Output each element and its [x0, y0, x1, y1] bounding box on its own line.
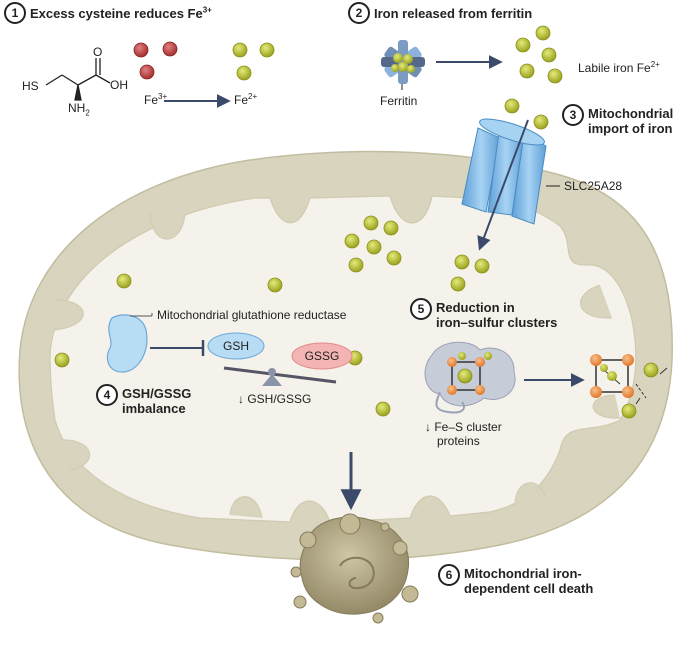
fe2-ion	[236, 65, 252, 81]
step-1-badge: 1	[4, 2, 26, 24]
step-5-badge: 5	[410, 298, 432, 320]
reductase-label: Mitochondrial glutathione reductase	[157, 308, 347, 322]
step-6-title: Mitochondrial iron-dependent cell death	[464, 566, 594, 596]
fe2-ion	[232, 42, 248, 58]
cysteine-o: O	[93, 45, 103, 59]
gsh-pill	[207, 332, 265, 360]
step-1-title: Excess cysteine reduces Fe3+	[30, 5, 212, 21]
fes-protein-icon	[424, 341, 516, 414]
fe2-label: Fe2+	[234, 92, 258, 108]
fes-cluster-icon	[590, 354, 668, 419]
step-3-badge: 3	[562, 104, 584, 126]
fe3-ion	[139, 64, 155, 80]
cysteine-structure	[45, 58, 111, 101]
ferritin-icon	[381, 40, 425, 84]
step-4-badge: 4	[96, 384, 118, 406]
fe3-label: Fe3+	[144, 92, 168, 108]
step-2-title: Iron released from ferritin	[374, 6, 533, 21]
fe3-ion	[162, 41, 178, 57]
transporter-label: SLC25A28	[564, 179, 623, 193]
transporter-icon	[461, 118, 547, 225]
seesaw-icon	[223, 366, 337, 386]
cysteine-sh: HS	[22, 79, 39, 93]
labile-iron-label: Labile iron Fe2+	[578, 60, 660, 76]
step-6-badge: 6	[438, 564, 460, 586]
ferritin-label: Ferritin	[380, 94, 418, 108]
step-2-badge: 2	[348, 2, 370, 24]
cysteine-oh: OH	[110, 78, 128, 92]
cysteine-nh2: NH2	[68, 101, 90, 118]
fe2-ion	[259, 42, 275, 58]
reductase-icon	[106, 314, 148, 373]
fe3-ion	[133, 42, 149, 58]
ratio-label: ↓ GSH/GSSG	[238, 392, 312, 406]
dying-cell-icon	[290, 513, 419, 624]
gssg-pill	[291, 342, 353, 370]
gssg-label: GSSG	[304, 349, 340, 363]
gsh-label: GSH	[222, 339, 249, 353]
